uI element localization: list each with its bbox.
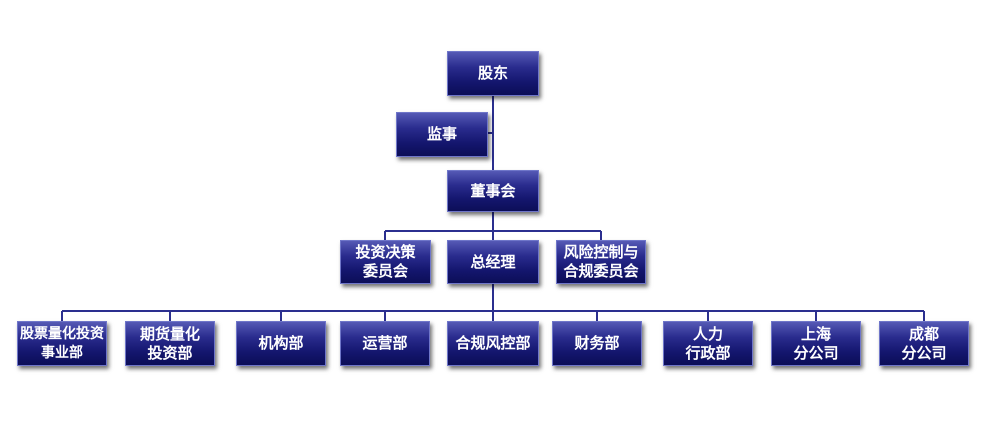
node-branch-shanghai: 上海 分公司 <box>771 321 861 366</box>
node-dept-finance: 财务部 <box>552 321 642 366</box>
node-dept-quant-stock: 股票量化投资 事业部 <box>17 321 107 366</box>
node-board: 董事会 <box>447 170 539 212</box>
node-general-manager: 总经理 <box>447 240 539 284</box>
node-risk-committee: 风险控制与 合规委员会 <box>556 240 646 284</box>
node-dept-institution: 机构部 <box>236 321 326 366</box>
node-dept-futures-quant: 期货量化 投资部 <box>125 321 215 366</box>
node-dept-operations: 运营部 <box>340 321 430 366</box>
node-supervisor: 监事 <box>396 112 488 157</box>
node-branch-chengdu: 成都 分公司 <box>879 321 969 366</box>
node-investment-committee: 投资决策 委员会 <box>340 240 431 284</box>
node-dept-compliance-risk: 合规风控部 <box>447 321 539 366</box>
node-shareholders: 股东 <box>447 51 539 96</box>
node-dept-hr-admin: 人力 行政部 <box>663 321 753 366</box>
